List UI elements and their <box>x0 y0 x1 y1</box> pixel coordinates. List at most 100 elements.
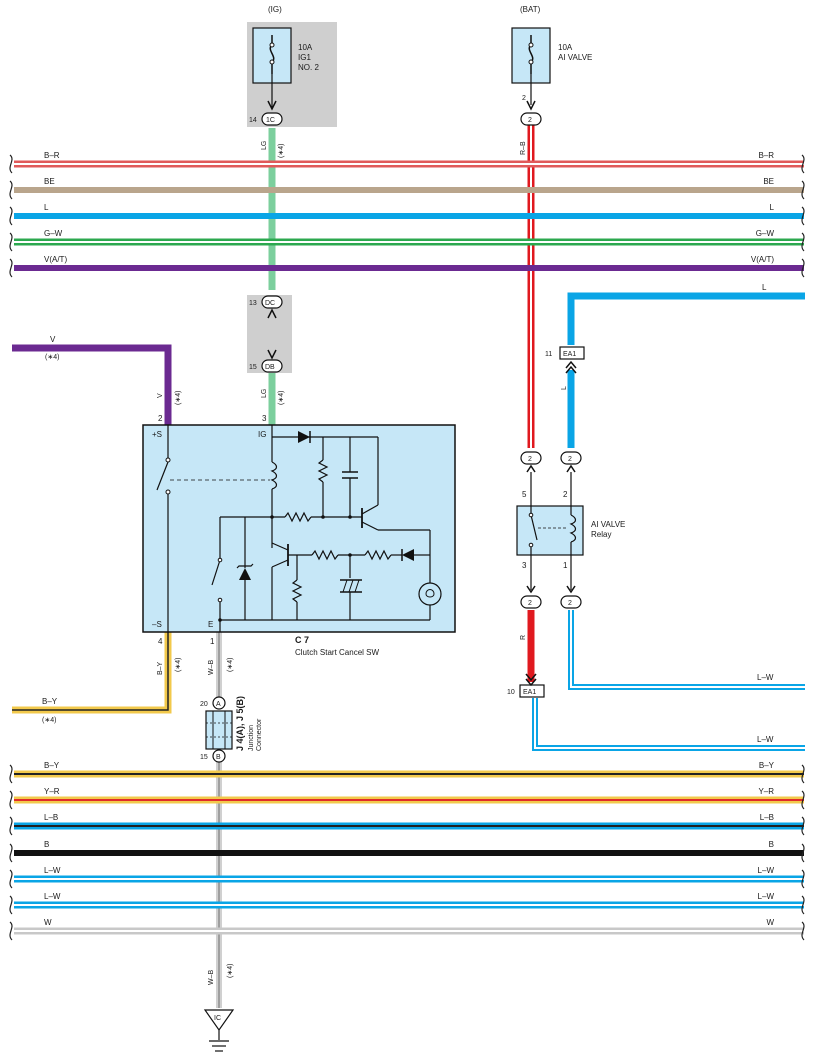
bus-label-right: Y–R <box>758 787 774 796</box>
connector-id: DC <box>265 300 275 307</box>
bus-label-right: W <box>766 918 774 927</box>
bus-label-right: B–Y <box>759 761 775 770</box>
wire-break-icon <box>9 816 13 836</box>
pin-ig: 3 <box>262 414 267 423</box>
bus-wire: B–Y B–Y <box>9 761 805 784</box>
wire-break-icon <box>801 895 805 915</box>
wire-labels: LG (∗4) R–B L L V (∗4) V (∗4) LG (∗4) B–… <box>42 141 774 985</box>
connector-id: EA1 <box>523 689 536 696</box>
arrow-down-icon <box>526 100 536 111</box>
switch-code: C 7 <box>295 635 309 645</box>
label-by-vertical: B–Y <box>157 661 164 675</box>
terminal-ig: IG <box>258 430 266 439</box>
resistor-icon <box>364 549 392 561</box>
bus-label-left: W <box>44 918 52 927</box>
connector-pin: 11 <box>545 351 552 358</box>
relay-pin-3: 3 <box>522 561 527 570</box>
relay-coil-icon <box>569 514 577 543</box>
fuse-pin-icon <box>528 59 534 65</box>
label-v-left-note: (∗4) <box>45 354 59 361</box>
label-lw-mid: L–W <box>757 673 774 682</box>
connector-pin: 15 <box>249 364 257 371</box>
bus-label-right: BE <box>763 177 774 186</box>
wire-break-icon <box>9 895 13 915</box>
junction-b-id: B <box>216 754 221 761</box>
arrow-up-icon <box>526 464 536 473</box>
label-lg-top-note: (∗4) <box>278 144 285 158</box>
bus-label-left: B <box>44 840 49 849</box>
lamp-icon <box>418 582 442 606</box>
connector-dc: DC 13 <box>249 295 283 319</box>
arrow-up-icon <box>566 464 576 473</box>
wire-break-icon <box>9 258 13 278</box>
connector-pin: 13 <box>249 300 257 307</box>
label-wb-vertical-note: (∗4) <box>227 658 234 672</box>
ig-label: (IG) <box>268 5 282 14</box>
ig-fuse-block: (IG) 10A IG1 NO. 2 <box>247 5 337 127</box>
arrow-down-icon <box>267 100 277 111</box>
junction-code: J 4(A), J 5(B) <box>235 696 245 751</box>
fuse-pin-icon <box>269 59 275 65</box>
bus-label-right: B–R <box>758 151 774 160</box>
junction-a-id: A <box>216 701 221 708</box>
bus-label-left: L <box>44 203 49 212</box>
bus-label-right: L–W <box>758 892 775 901</box>
arrow-up-icon <box>267 308 277 319</box>
label-lw-low: L–W <box>757 735 774 744</box>
connector-id: 2 <box>528 117 532 124</box>
ground-id: IC <box>214 1015 221 1022</box>
ig-fuse-line2: NO. 2 <box>298 63 319 72</box>
wire-break-icon <box>801 921 805 941</box>
junction-line2: Connector <box>256 718 263 751</box>
resistor-icon <box>284 511 312 523</box>
wire-break-icon <box>9 790 13 810</box>
connector-id: 2 <box>528 456 532 463</box>
bus-label-left: L–W <box>44 866 61 875</box>
junction-box <box>205 710 233 750</box>
wire-break-icon <box>801 154 805 174</box>
label-v-vertical: V <box>157 393 164 398</box>
diode-icon <box>402 549 414 561</box>
pin-e: 1 <box>210 637 215 646</box>
label-by-left: B–Y <box>42 697 58 706</box>
connector-bat-out: 2 2 <box>520 95 542 126</box>
wire-by <box>12 632 172 714</box>
wire-break-icon <box>9 180 13 200</box>
bus-label-right: G–W <box>756 229 775 238</box>
connector-relay-out-right: 2 <box>560 585 582 609</box>
bus-label-right: V(A/T) <box>751 255 774 264</box>
wire-break-icon <box>9 921 13 941</box>
wire-lw-mid <box>568 610 805 690</box>
bat-fuse-block: (BAT) 10A AI VALVE <box>511 5 592 84</box>
bus-label-left: B–Y <box>44 761 60 770</box>
arrow-down-icon <box>526 585 536 594</box>
ai-valve-relay: 5 2 3 1 AI VALVE Relay <box>516 472 625 590</box>
ig-fuse-rating: 10A <box>298 43 313 52</box>
wire-l-right <box>567 292 805 448</box>
wire-break-icon <box>9 764 13 784</box>
connector-db: DB 15 <box>249 349 283 373</box>
switch-box <box>142 424 456 633</box>
wire-break-icon <box>9 154 13 174</box>
relay-pin-5: 5 <box>522 490 527 499</box>
wire-break-icon <box>801 790 805 810</box>
connector-ea1-bottom: EA1 10 <box>507 673 545 698</box>
bus-label-left: V(A/T) <box>44 255 67 264</box>
terminal-plus-s: +S <box>152 430 162 439</box>
bus-wire: V(A/T) V(A/T) <box>9 255 805 278</box>
wire-break-icon <box>801 258 805 278</box>
wire-break-icon <box>801 843 805 863</box>
coil-icon <box>270 461 278 490</box>
terminal-minus-s: –S <box>152 620 162 629</box>
label-rb: R–B <box>520 141 527 155</box>
connector-id: DB <box>265 364 275 371</box>
junction-a-pin: 20 <box>200 701 208 708</box>
ground-symbol: IC <box>203 1009 235 1052</box>
resistor-icon <box>311 549 339 561</box>
